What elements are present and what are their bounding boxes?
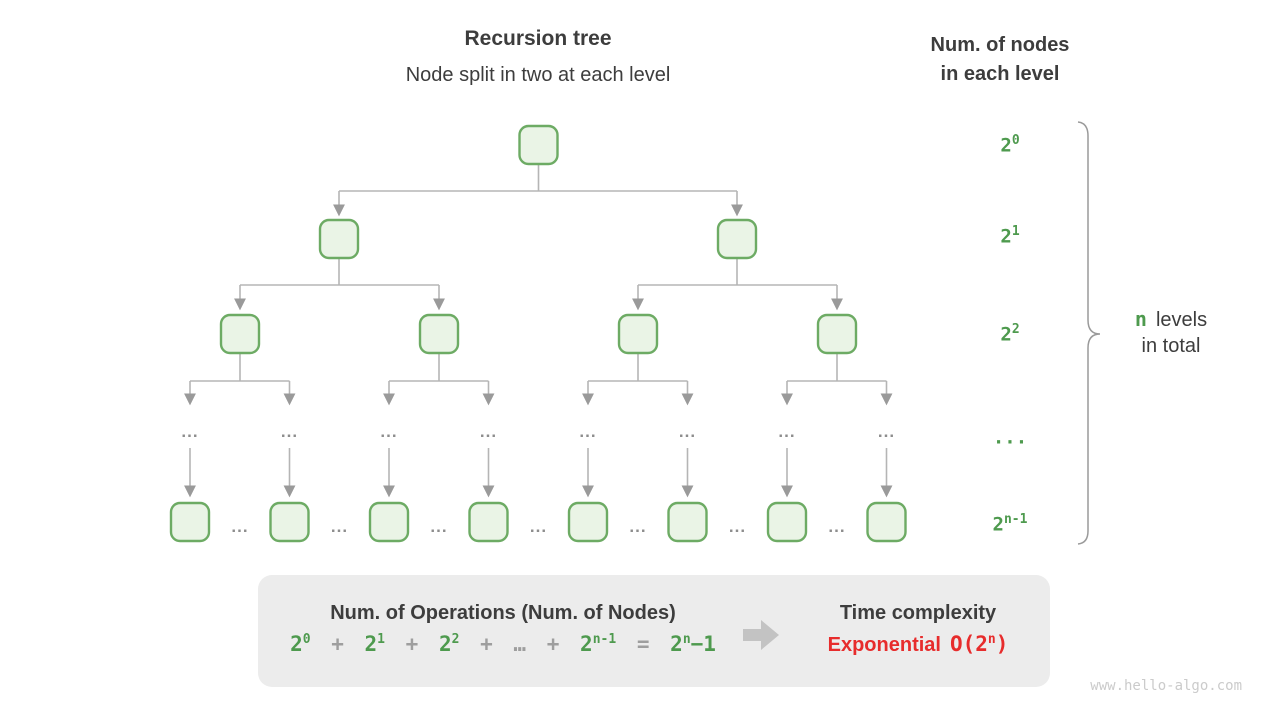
nodes-per-level-header-line2: in each level <box>940 63 1060 85</box>
formula-token: 21 <box>364 632 385 656</box>
formula-token: … <box>513 632 527 656</box>
tree-node <box>816 313 858 355</box>
tree-node <box>766 501 808 543</box>
ellipsis-label: ... <box>579 422 596 441</box>
ellipsis-label: ... <box>480 422 497 441</box>
summary-box: Num. of Operations (Num. of Nodes) 20 + … <box>258 575 1050 687</box>
nodes-per-level-header-line1: Num. of nodes <box>930 34 1070 56</box>
ellipsis-label: ... <box>878 422 895 441</box>
formula-token: = <box>636 632 650 656</box>
formula-token: 2n-1 <box>580 632 617 656</box>
complexity-word: Exponential <box>827 634 941 656</box>
right-block-arrow-icon <box>743 620 779 650</box>
ellipsis-label: ... <box>530 517 547 536</box>
level-count-2^2: 22 <box>1000 322 1020 346</box>
level-count-2^0: 20 <box>1000 133 1020 157</box>
level-count-2^1: 21 <box>1000 224 1020 248</box>
total-levels-line2: in total <box>1141 335 1201 357</box>
time-complexity-title: Time complexity <box>839 602 997 624</box>
ellipsis-label: ... <box>281 422 298 441</box>
tree-node <box>368 501 410 543</box>
ellipsis-label: ... <box>181 422 198 441</box>
formula-token: + <box>331 632 344 656</box>
formula-token: 2n−1 <box>670 632 716 656</box>
nodes-per-level-header: Num. of nodes in each level <box>893 31 1107 89</box>
page-subtitle: Node split in two at each level <box>405 64 671 86</box>
formula-token: + <box>546 632 560 656</box>
tree-node <box>518 124 559 166</box>
ellipsis-label: ... <box>729 517 746 536</box>
ellipsis-label: ... <box>430 517 447 536</box>
tree-edges <box>184 164 893 498</box>
tree-node <box>418 313 460 355</box>
ellipsis-label: ... <box>679 422 696 441</box>
ellipsis-label: ... <box>629 517 646 536</box>
n-symbol: n <box>1134 307 1147 331</box>
ellipsis-label: ... <box>331 517 348 536</box>
levels-brace <box>1077 121 1101 545</box>
time-complexity-value: Exponential O(2n) <box>786 632 1050 657</box>
tree-nodes <box>169 124 907 543</box>
formula-token: 20 <box>290 632 311 656</box>
ellipsis-label: ... <box>380 422 397 441</box>
tree-node <box>866 501 907 543</box>
formula-token: + <box>405 632 419 656</box>
tree-node <box>567 501 609 543</box>
operations-formula: 20 + 21 + 22 + … + 2n-1 = 2n−1 <box>266 632 740 656</box>
page-title: Recursion tree <box>464 27 612 50</box>
ellipsis-label: ... <box>828 517 845 536</box>
ellipsis-label: ... <box>778 422 795 441</box>
tree-node <box>219 313 261 355</box>
tree-node <box>667 501 708 543</box>
watermark: www.hello-algo.com <box>1090 678 1242 694</box>
level-count-ellipsis: ... <box>992 426 1028 449</box>
tree-node <box>617 313 659 355</box>
formula-token: + <box>480 632 493 656</box>
operations-title: Num. of Operations (Num. of Nodes) <box>330 602 676 624</box>
tree-node <box>468 501 509 543</box>
level-count-2^n-1: 2n-1 <box>992 512 1028 536</box>
formula-token: 22 <box>438 632 460 656</box>
tree-node <box>318 218 360 260</box>
tree-ellipses: ... ... ... ... ... ... ... ... ... ... … <box>181 422 895 536</box>
ellipsis-label: ... <box>231 517 248 536</box>
tree-node <box>716 218 758 260</box>
big-o-notation: O(2n) <box>949 632 1009 656</box>
tree-node <box>269 501 310 543</box>
tree-node <box>169 501 211 543</box>
